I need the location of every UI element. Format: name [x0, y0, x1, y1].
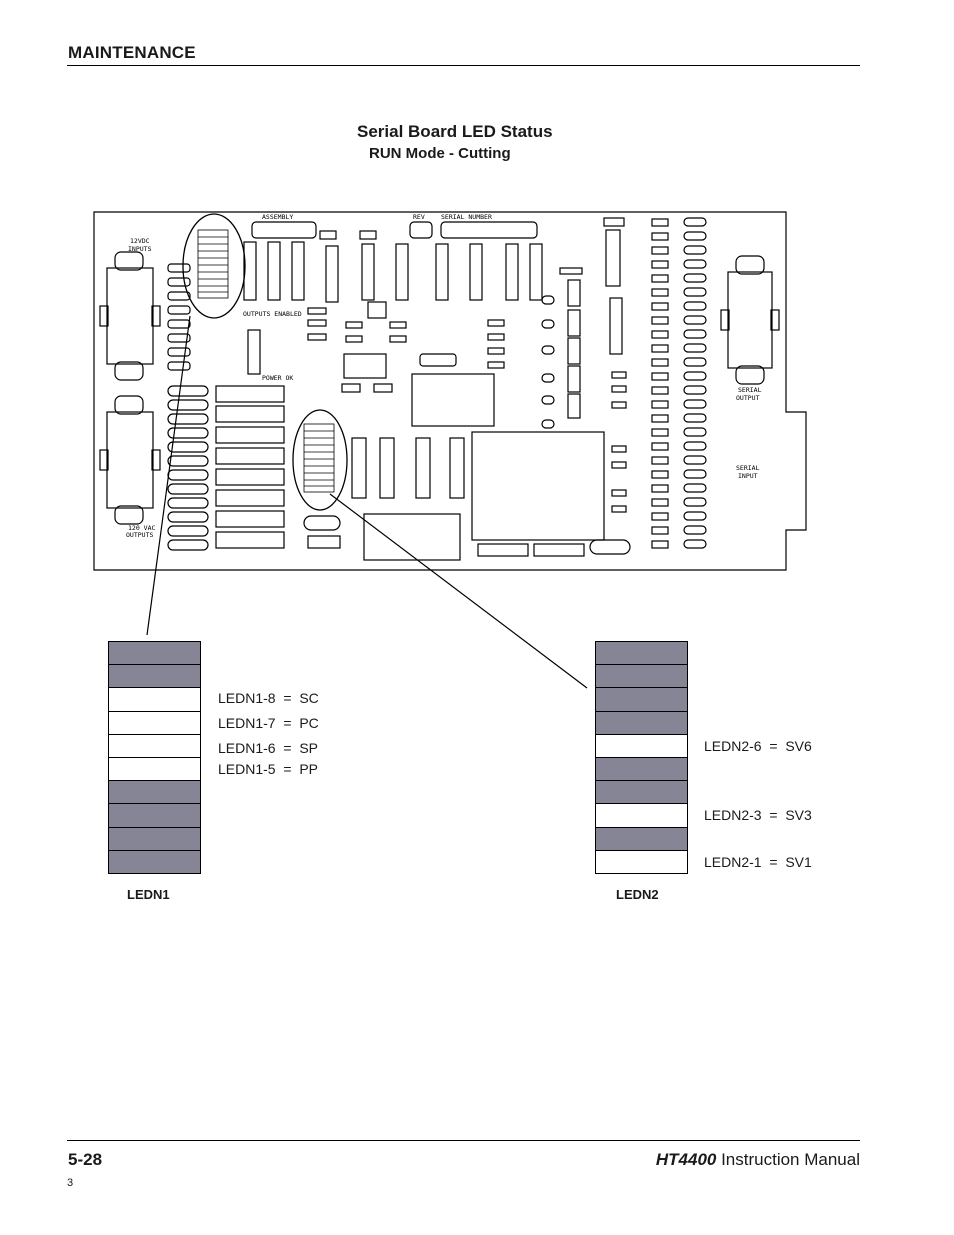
manual-model: HT4400: [655, 1150, 717, 1169]
board-label-outputs-enabled: OUTPUTS ENABLED: [243, 310, 302, 318]
ledn2-label-1: LEDN2-1 = SV1: [704, 854, 812, 870]
ledn1-segment-3: [108, 803, 201, 828]
ledn1-label-8: LEDN1-8 = SC: [218, 690, 319, 706]
ledn1-segment-5: [108, 757, 201, 782]
ledn1-highlight-ellipse: [182, 213, 246, 319]
board-label-120vac: 120 VAC: [128, 524, 155, 532]
ledn1-label-7: LEDN1-7 = PC: [218, 715, 319, 731]
manual-title: HT4400 Instruction Manual: [656, 1150, 860, 1170]
board-label-serial-input-2: INPUT: [738, 472, 758, 480]
section-title: MAINTENANCE: [68, 43, 196, 62]
ledn2-segment-8: [595, 687, 688, 712]
ledn2-bar: [595, 641, 688, 874]
figure-subtitle: RUN Mode - Cutting: [369, 145, 511, 162]
board-label-serial-output-1: SERIAL: [738, 386, 762, 394]
ledn1-leader-line: [146, 315, 191, 636]
board-label-power-ok: POWER OK: [262, 374, 293, 382]
manual-title-text: Instruction Manual: [716, 1150, 860, 1169]
ledn1-segment-4: [108, 780, 201, 805]
ledn2-segment-5: [595, 757, 688, 782]
page-number: 5-28: [68, 1150, 103, 1169]
ledn2-highlight-ellipse: [292, 409, 348, 511]
board-label-serial-input-1: SERIAL: [736, 464, 760, 472]
ledn2-segment-6: [595, 733, 688, 758]
board-outline: [93, 211, 807, 571]
ledn2-label-6: LEDN2-6 = SV6: [704, 738, 812, 754]
ledn1-label-5: LEDN1-5 = PP: [218, 761, 318, 777]
board-label-inputs: INPUTS: [128, 245, 152, 253]
board-ledn1: [197, 229, 229, 299]
right-connector: [720, 255, 780, 385]
ledn2-segment-4: [595, 780, 688, 805]
left-connector-lower: [99, 395, 161, 525]
ledn2-caption: LEDN2: [616, 887, 659, 902]
board-label-serial-output-2: OUTPUT: [736, 394, 760, 402]
ledn1-caption: LEDN1: [127, 887, 170, 902]
ledn1-segment-7: [108, 710, 201, 735]
ledn1-segment-2: [108, 826, 201, 851]
footer-rule: [67, 1140, 860, 1141]
ledn1-segment-9: [108, 664, 201, 689]
board-label-assembly: ASSEMBLY: [262, 213, 293, 221]
ledn2-segment-3: [595, 803, 688, 828]
board-label-outputs: OUTPUTS: [126, 531, 153, 539]
figure-title: Serial Board LED Status: [357, 122, 553, 141]
board-ledn2: [303, 423, 335, 493]
board-label-serial-number: SERIAL NUMBER: [441, 213, 492, 221]
ledn2-segment-7: [595, 710, 688, 735]
ledn1-label-6: LEDN1-6 = SP: [218, 740, 318, 756]
ledn1-segment-1: [108, 849, 201, 874]
left-connector-upper: [99, 251, 161, 381]
ledn1-bar: [108, 641, 201, 874]
ledn1-segment-6: [108, 733, 201, 758]
ledn2-segment-2: [595, 826, 688, 851]
sheet-number: 3: [67, 1177, 74, 1189]
ledn2-leader-line: [329, 493, 588, 689]
ledn2-segment-10: [595, 641, 688, 666]
ledn2-segment-9: [595, 664, 688, 689]
ledn2-segment-1: [595, 849, 688, 874]
ledn2-label-3: LEDN2-3 = SV3: [704, 807, 812, 823]
ledn1-segment-8: [108, 687, 201, 712]
board-label-12vdc: 12VDC: [130, 237, 150, 245]
header-rule: [67, 65, 860, 66]
board-label-rev: REV: [413, 213, 425, 221]
ledn1-segment-10: [108, 641, 201, 666]
